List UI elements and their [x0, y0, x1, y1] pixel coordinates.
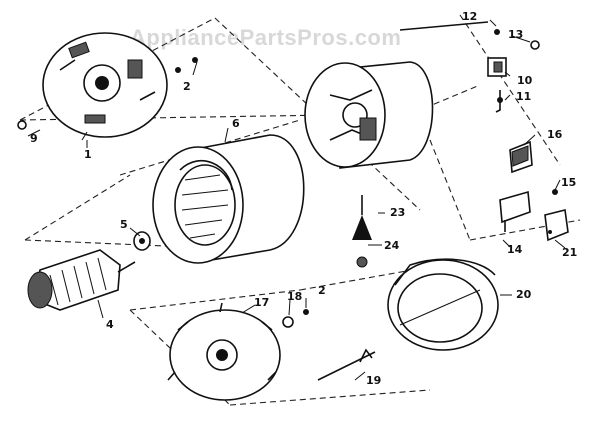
callout-2-bottom: 2 [318, 284, 326, 297]
part-washer [133, 231, 151, 251]
callout-18: 18 [287, 290, 302, 303]
callout-15: 15 [561, 176, 576, 189]
part-motor-housing [152, 134, 305, 264]
callout-6: 6 [232, 117, 240, 130]
watermark: AppliancePartsPros.com [130, 25, 401, 50]
callout-24: 24 [384, 239, 400, 252]
callout-9: 9 [30, 132, 38, 145]
part-upper-drum [304, 61, 434, 169]
callout-11: 11 [516, 90, 531, 103]
part-lower-drum [387, 258, 499, 351]
part-shaft [317, 348, 376, 381]
callout-21: 21 [562, 246, 577, 259]
callout-20: 20 [516, 288, 532, 301]
callout-16: 16 [547, 128, 563, 141]
part-switch-mount [499, 189, 569, 242]
part-connector [495, 90, 503, 113]
callout-17: 17 [254, 296, 269, 309]
callout-1: 1 [84, 148, 92, 161]
part-switch [509, 140, 533, 174]
part-screws-top [17, 57, 198, 130]
callout-23: 23 [390, 206, 405, 219]
leader-lines [27, 19, 566, 381]
callout-13: 13 [508, 28, 523, 41]
part-end-bell [42, 32, 168, 141]
part-cone [352, 195, 372, 268]
callout-2-top: 2 [183, 80, 191, 93]
callout-19: 19 [366, 374, 381, 387]
callout-4: 4 [106, 318, 114, 331]
part-screws-right [399, 21, 540, 50]
callout-14: 14 [507, 243, 523, 256]
part-fan-blade [167, 302, 281, 401]
part-fan-washers [282, 309, 309, 328]
callout-10: 10 [517, 74, 533, 87]
callout-labels: 1 2 4 5 6 9 10 11 12 13 14 15 16 17 18 2… [30, 10, 577, 387]
callout-5: 5 [120, 218, 128, 231]
part-armature [27, 249, 136, 311]
part-bracket [487, 57, 507, 77]
callout-12: 12 [462, 10, 477, 23]
